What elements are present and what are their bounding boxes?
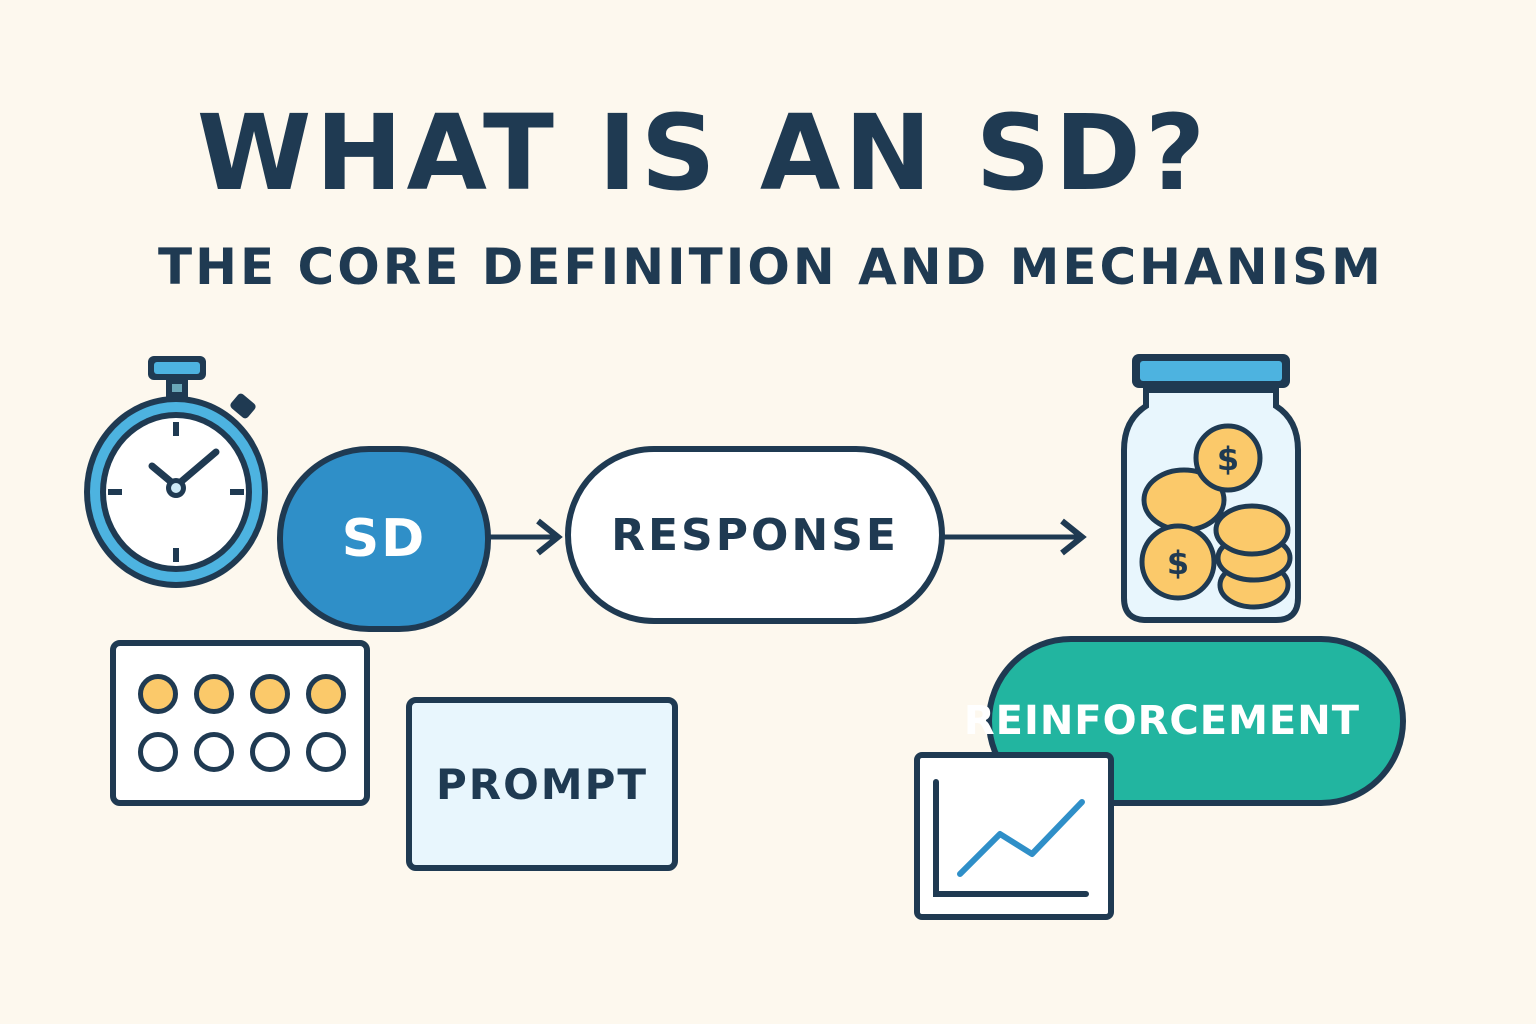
response-node: RESPONSE bbox=[565, 446, 945, 624]
token-filled bbox=[250, 674, 290, 714]
stopwatch-icon bbox=[84, 356, 268, 588]
prompt-label: PROMPT bbox=[435, 759, 649, 809]
sd-label: SD bbox=[341, 509, 427, 569]
token-empty bbox=[138, 732, 178, 772]
token-filled bbox=[194, 674, 234, 714]
token-filled bbox=[138, 674, 178, 714]
sd-node: SD bbox=[277, 446, 491, 632]
coin-jar-icon: $ $ bbox=[1121, 354, 1301, 623]
token-empty bbox=[250, 732, 290, 772]
svg-text:$: $ bbox=[1167, 544, 1189, 582]
line-chart-icon bbox=[914, 752, 1114, 920]
page-title: WHAT IS AN SD? bbox=[196, 92, 1210, 214]
arrow-sd-to-response bbox=[488, 518, 563, 556]
token-empty bbox=[306, 732, 346, 772]
token-filled bbox=[306, 674, 346, 714]
reinforcement-label: REINFORCEMENT bbox=[963, 698, 1360, 744]
svg-text:$: $ bbox=[1217, 440, 1239, 478]
response-label: RESPONSE bbox=[611, 509, 899, 561]
line-chart-graphic bbox=[933, 779, 1089, 897]
token-empty bbox=[194, 732, 234, 772]
page-subtitle: THE CORE DEFINITION AND MECHANISM bbox=[158, 238, 1384, 296]
prompt-box: PROMPT bbox=[406, 697, 678, 871]
arrow-response-to-reinforcement bbox=[944, 518, 1087, 556]
token-board-icon bbox=[110, 640, 370, 806]
